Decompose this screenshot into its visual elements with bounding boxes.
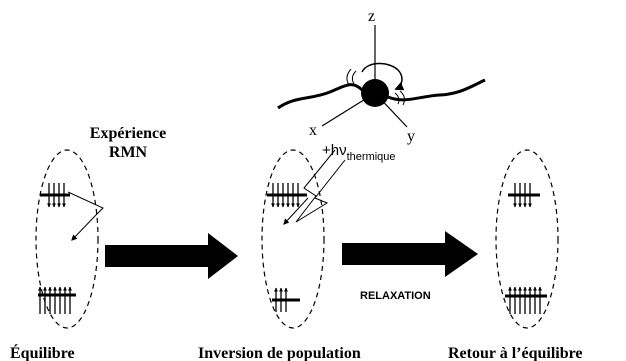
rf-excitation-arrow [67,191,104,241]
big-arrow-2 [342,231,478,277]
caption-inversion: Inversion de population [198,345,361,361]
panel-inversion [261,149,346,329]
thermal-excitation-arrow [295,149,346,223]
spins-down-upper [47,183,66,208]
spins-up-lower [38,286,72,314]
relaxation-label: RELAXATION [360,290,431,302]
experiment-label-line2: RMN [109,144,148,161]
thermal-subscript: thermique [347,151,396,163]
ellipse-return [495,149,559,329]
thermal-arrow-tip [283,197,309,225]
thermal-energy-label: +hνthermique [322,142,396,163]
thermal-prefix: +h [322,142,339,159]
x-axis-label: x [309,122,317,139]
thermal-nu: ν [339,142,347,159]
vibration-mark-right-2 [399,90,405,106]
z-axis-label: z [368,8,375,25]
vibration-mark-left-2 [346,68,352,86]
panel-return [495,149,559,329]
ellipse-equilibrium [35,149,99,329]
molecule-chain [277,83,364,110]
y-axis-label: y [407,128,415,145]
spins-up-lower [508,286,542,314]
spins-up-lower [274,287,288,312]
caption-equilibrium: Équilibre [10,343,75,361]
caption-return: Retour à l’équilibre [448,345,583,361]
molecule-chain-right [387,78,486,102]
experiment-label-line1: Expérience [90,125,166,142]
molecule-group: z x y [277,8,486,145]
ellipse-inversion [261,149,325,329]
spins-down-upper [271,183,300,208]
nucleus-sphere [361,79,389,107]
spins-down-upper [513,183,532,208]
vibration-mark-right-1 [394,92,400,105]
big-arrow-1 [105,233,238,279]
rotation-arrow [361,62,405,91]
panel-equilibrium [35,149,104,329]
vibration-mark-left-1 [351,70,357,85]
